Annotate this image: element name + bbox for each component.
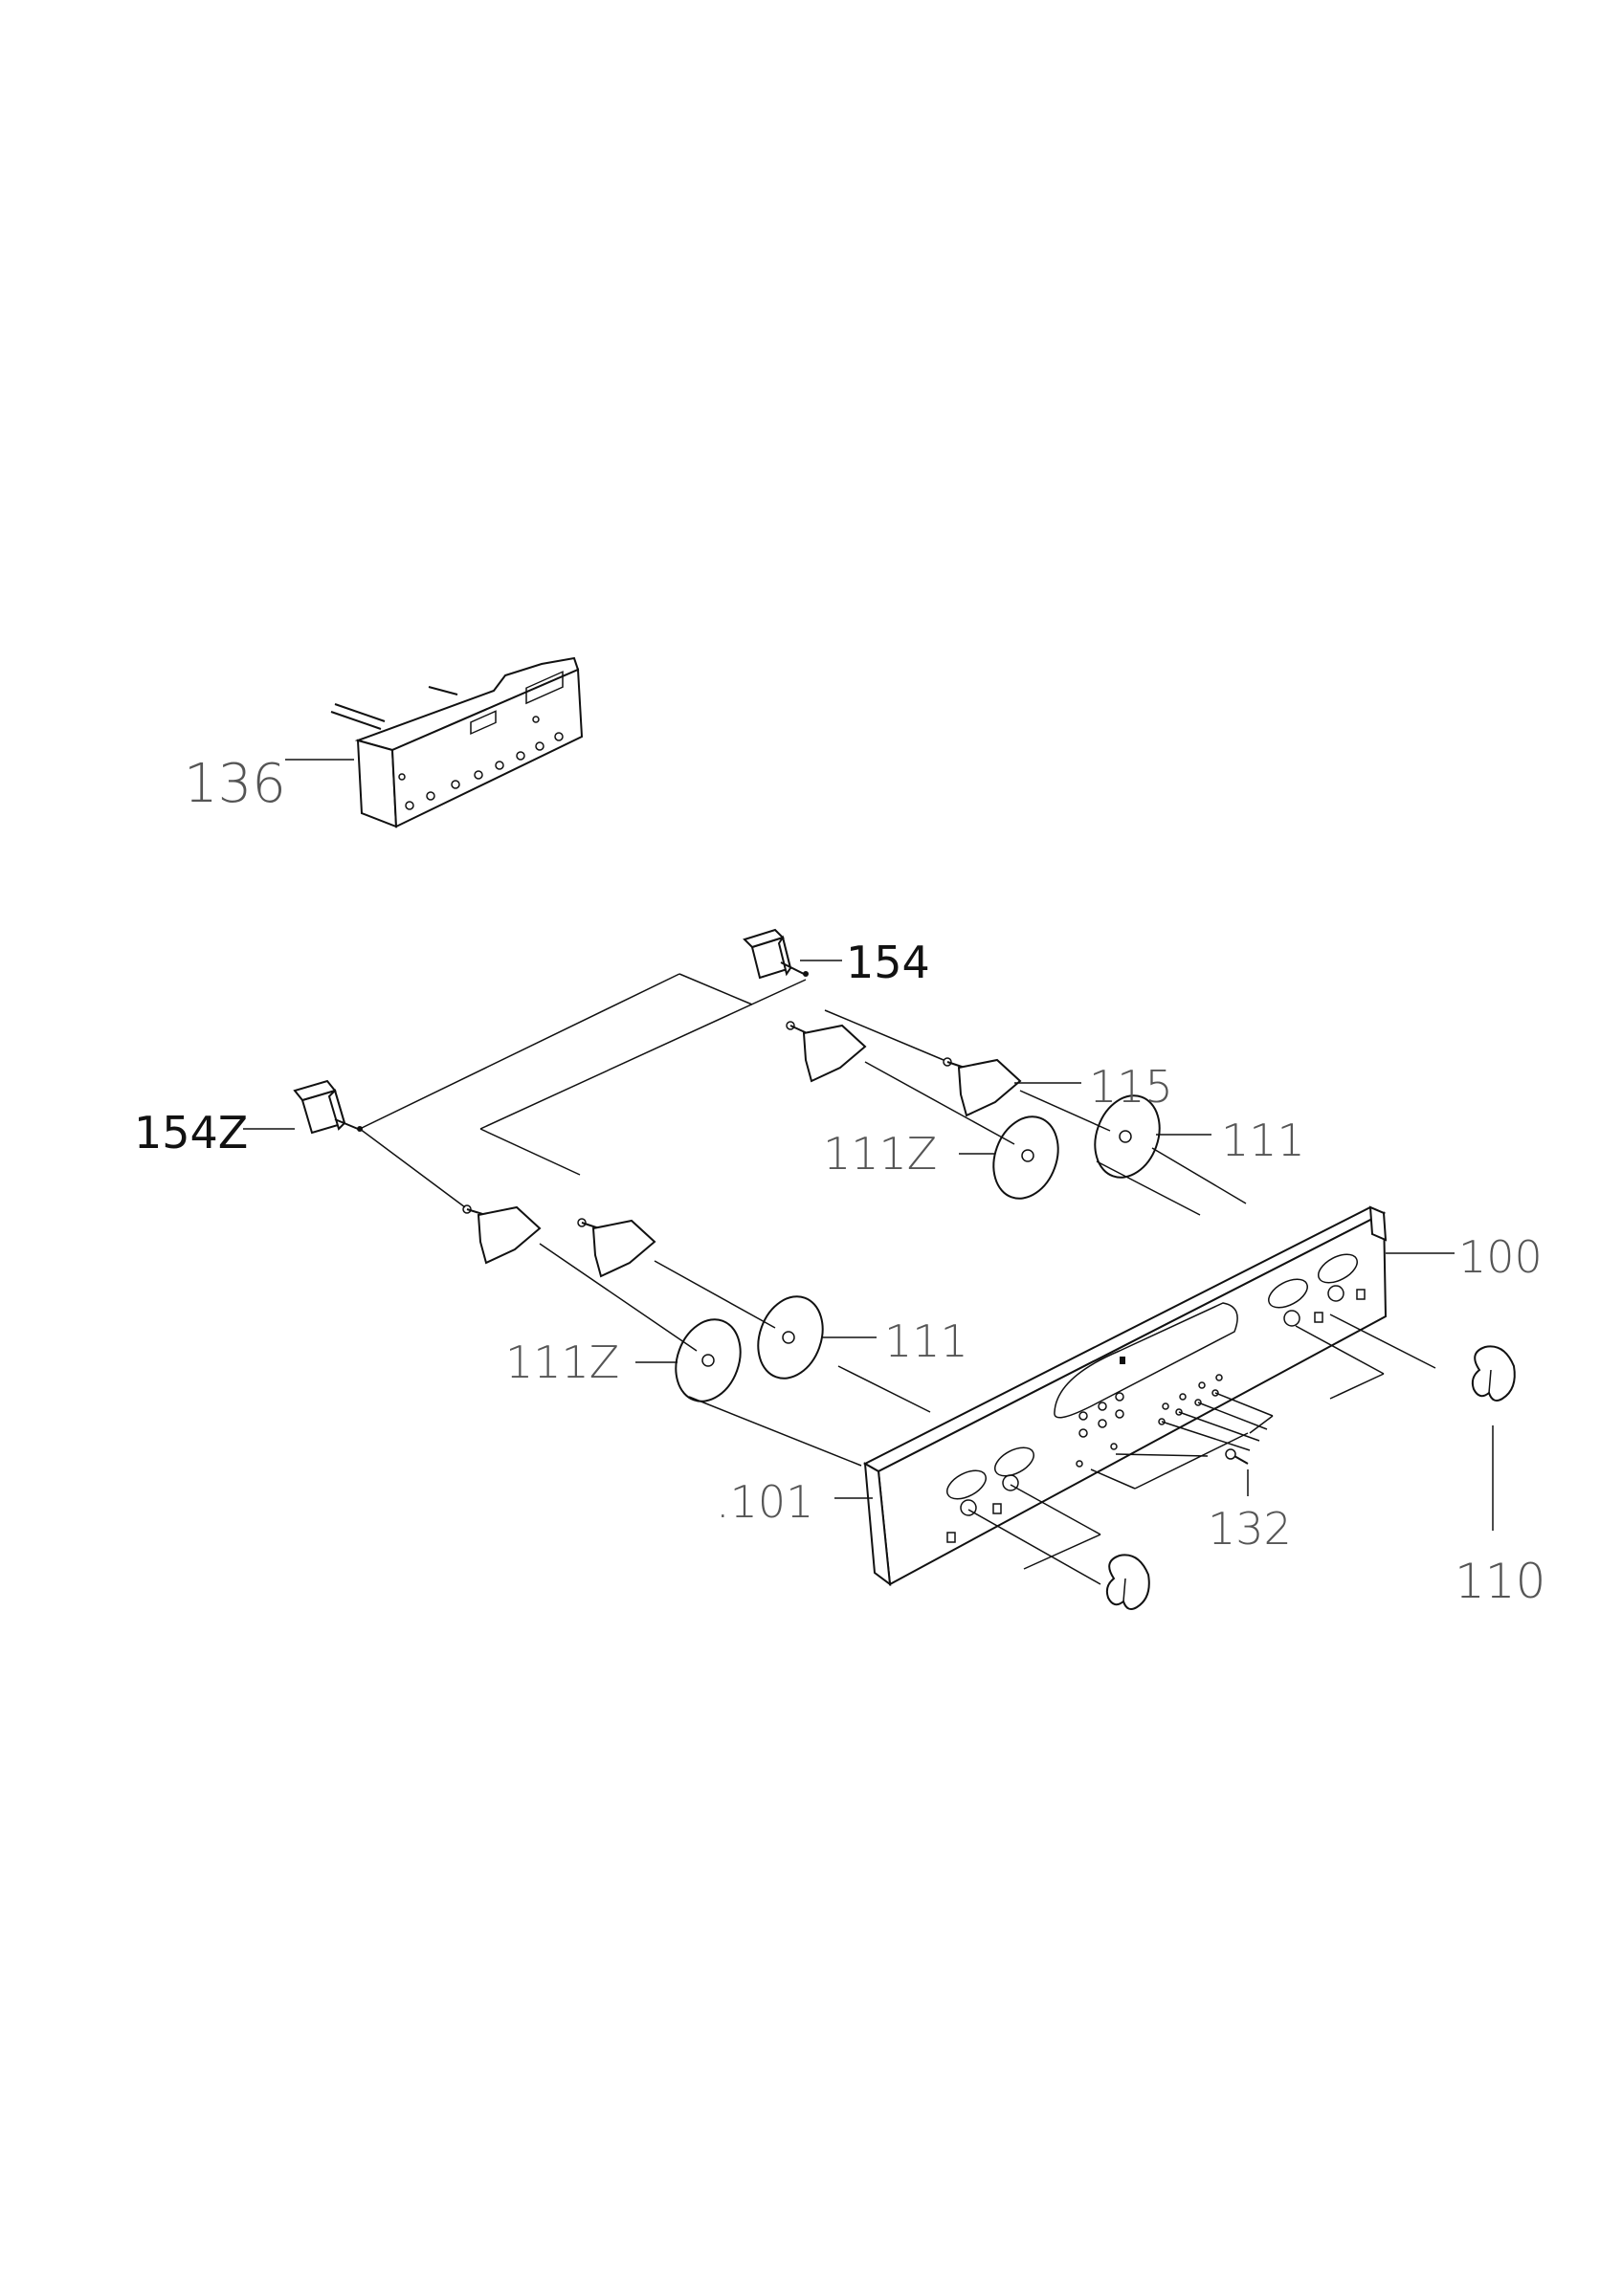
label-111z-upper: 111Z	[823, 1128, 937, 1180]
part-136-timer-module	[285, 656, 584, 828]
assembly-guide-lines	[359, 973, 1247, 1467]
label-115: 115	[1089, 1061, 1173, 1113]
part-154-switch-upper	[743, 928, 842, 980]
label-100: 100	[1458, 1231, 1543, 1283]
part-154z-switch-left	[243, 1079, 363, 1135]
label-101: .101	[716, 1476, 813, 1528]
part-111-discs	[635, 1094, 1211, 1402]
label-136: 136	[184, 753, 286, 815]
label-111z-lower: 111Z	[505, 1336, 619, 1388]
part-132-screw	[1225, 1448, 1249, 1496]
label-154: 154	[846, 937, 930, 988]
label-111-upper: 111	[1221, 1115, 1305, 1166]
part-110-knobs	[1105, 1345, 1516, 1610]
label-111-lower: 111	[884, 1315, 968, 1367]
part-115-shaft-adapters	[462, 1021, 1081, 1278]
panel-guide-lines	[967, 1314, 1436, 1585]
label-132: 132	[1208, 1503, 1292, 1555]
part-100-control-panel	[862, 1205, 1388, 1587]
label-110: 110	[1455, 1554, 1545, 1609]
label-154z: 154Z	[134, 1107, 248, 1159]
